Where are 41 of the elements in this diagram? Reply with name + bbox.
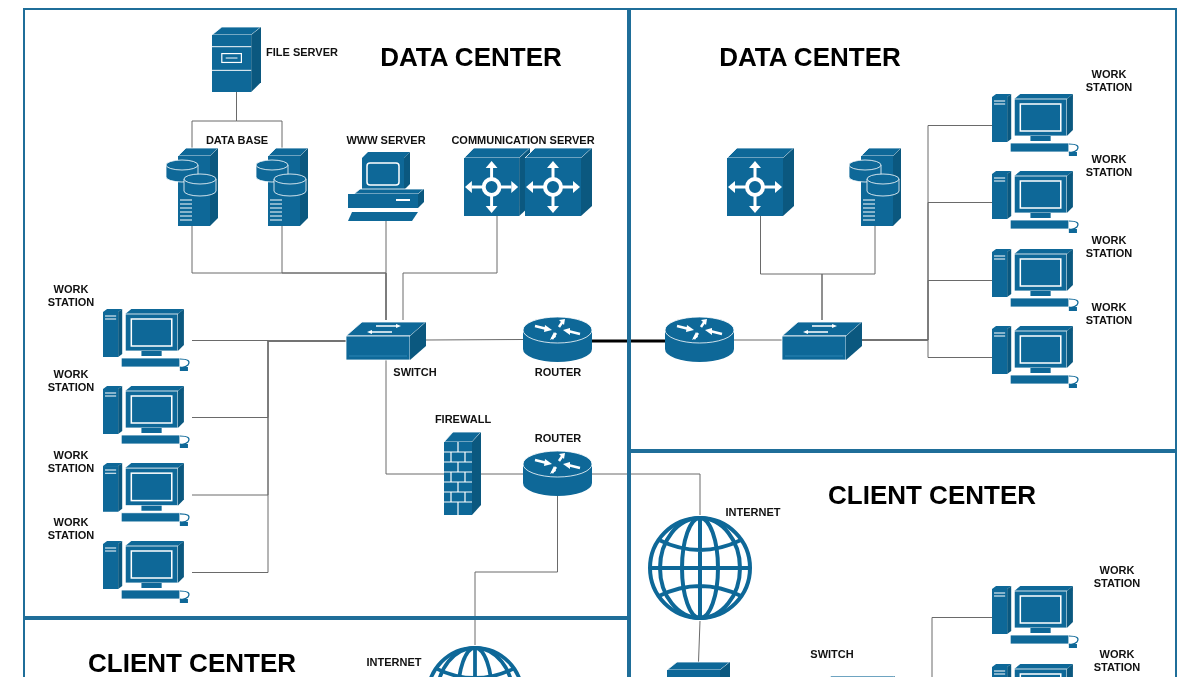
device-label: COMMUNICATION SERVER <box>451 133 595 147</box>
device-label: WORK STATION <box>1084 153 1134 179</box>
device-label: WORK STATION <box>46 516 96 542</box>
zone-title: DATA CENTER <box>719 41 901 73</box>
network-cable <box>480 473 524 475</box>
network-cable <box>191 340 347 573</box>
zone-title: DATA CENTER <box>380 41 562 73</box>
device-label: WORK STATION <box>1092 564 1142 590</box>
network-cable <box>425 339 524 341</box>
network-cable <box>385 359 445 475</box>
network-cable <box>402 215 498 321</box>
device-label: WORK STATION <box>1084 68 1134 94</box>
device-label: INTERNET <box>365 655 423 669</box>
device-label: SWITCH <box>809 647 855 661</box>
zone-title: CLIENT CENTER <box>88 647 296 677</box>
device-label: FILE SERVER <box>265 45 339 59</box>
device-label: WORK STATION <box>46 368 96 394</box>
device-label: ROUTER <box>533 365 583 379</box>
device-label: WORK STATION <box>46 449 96 475</box>
network-cable <box>592 339 665 343</box>
device-label: WORK STATION <box>1092 648 1142 674</box>
device-label: ROUTER <box>533 431 583 445</box>
device-label: SWITCH <box>392 365 438 379</box>
device-label: WORK STATION <box>46 283 96 309</box>
zone-panel <box>629 8 1177 451</box>
zone-panel <box>629 451 1177 677</box>
network-cable <box>861 339 993 358</box>
network-cable <box>591 473 701 516</box>
device-label: INTERNET <box>724 505 782 519</box>
network-cable <box>821 225 876 321</box>
device-label: DATA BASE <box>205 133 269 147</box>
device-label: FIREWALL <box>433 412 493 426</box>
device-label: WORK STATION <box>1084 234 1134 260</box>
network-cable <box>474 495 558 646</box>
zone-panel <box>23 8 629 618</box>
network-cable <box>698 620 701 663</box>
network-cable <box>385 220 387 321</box>
zone-title: CLIENT CENTER <box>828 479 1036 511</box>
device-label: WORK STATION <box>1084 301 1134 327</box>
device-label: WWW SERVER <box>345 133 427 147</box>
network-cable <box>733 339 783 341</box>
